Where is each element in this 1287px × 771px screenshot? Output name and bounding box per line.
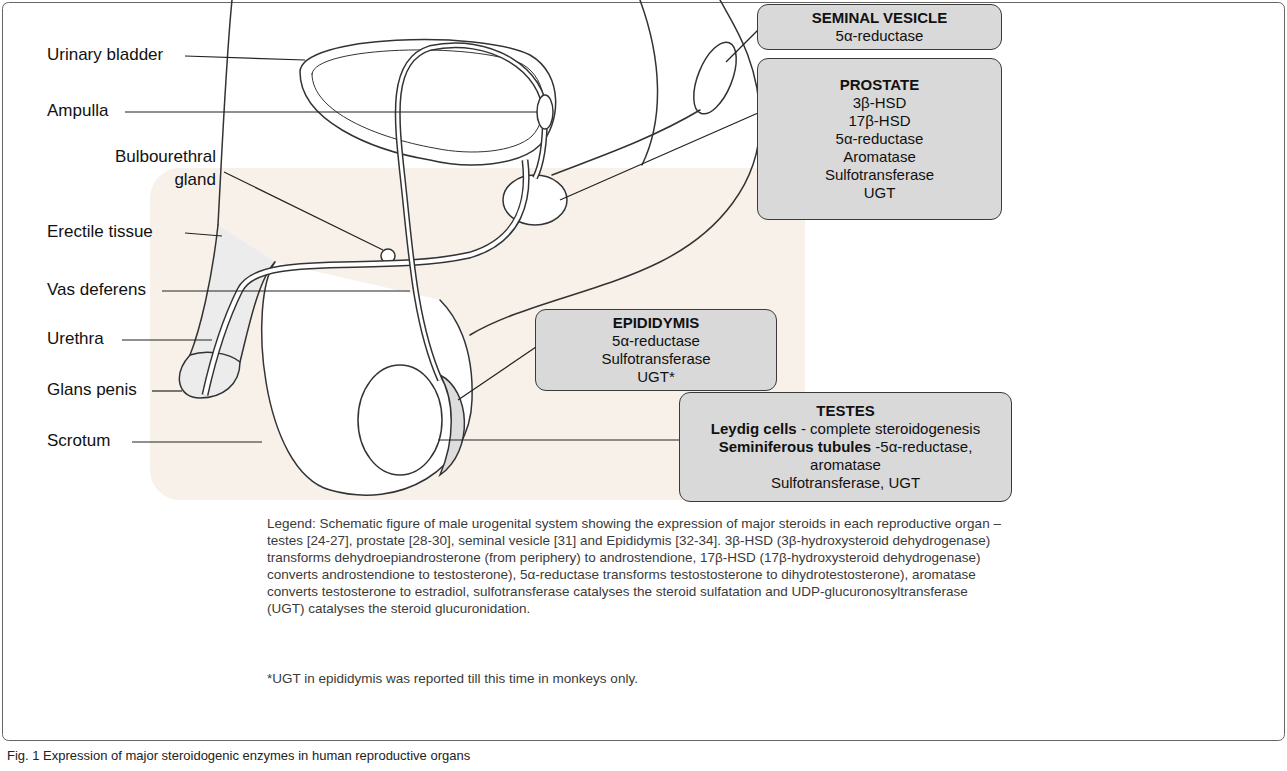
part-label: Urethra — [47, 327, 104, 352]
part-label: Glans penis — [47, 378, 137, 403]
enzyme-text: - complete steroidogenesis — [801, 420, 980, 437]
leader-line — [185, 233, 222, 236]
enzyme-text: Sulfotransferase, UGT — [771, 474, 920, 492]
organ-box: TESTESLeydig cells - complete steroidoge… — [679, 392, 1012, 502]
bladder-wall — [312, 50, 544, 152]
cell-type: Seminiferous tubules — [719, 438, 872, 455]
organ-box: PROSTATE3β-HSD17β-HSD5α-reductaseAromata… — [757, 58, 1002, 220]
leader-line — [152, 390, 182, 391]
organ-box: SEMINAL VESICLE5α-reductase — [757, 4, 1002, 50]
leader-line — [162, 290, 410, 291]
cell-type: Leydig cells — [711, 420, 797, 437]
enzyme-text: Aromatase — [843, 148, 916, 166]
enzyme-text: 17β-HSD — [849, 112, 911, 130]
enzyme-text: UGT — [864, 184, 896, 202]
figure-frame — [3, 3, 1285, 741]
leader-line — [122, 339, 212, 340]
organ-box: EPIDIDYMIS5α-reductaseSulfotransferaseUG… — [535, 309, 777, 391]
part-label: Bulbourethral gland — [98, 146, 216, 192]
text-row: Seminiferous tubules -5α-reductase, arom… — [688, 438, 1003, 474]
legend-text: Legend: Schematic figure of male urogeni… — [267, 515, 1007, 617]
leader-line — [185, 56, 305, 60]
enzyme-text: 5α-reductase — [836, 27, 924, 45]
enzyme-text: 5α-reductase — [836, 130, 924, 148]
vas-deferens — [398, 45, 545, 380]
enzyme-text: Sulfotransferase — [825, 166, 934, 184]
leader-line — [132, 441, 262, 442]
part-label: Ampulla — [47, 99, 108, 124]
text-row: Leydig cells - complete steroidogenesis — [711, 420, 980, 438]
part-label: Scrotum — [47, 429, 110, 454]
figure-caption: Fig. 1 Expression of major steroidogenic… — [7, 748, 470, 763]
box-heading: EPIDIDYMIS — [613, 314, 700, 332]
enzyme-text: 3β-HSD — [853, 94, 907, 112]
leader-line — [726, 30, 758, 62]
part-label: Erectile tissue — [47, 220, 153, 245]
seminal-duct — [552, 110, 700, 175]
leader-line — [438, 439, 680, 440]
leader-line — [458, 347, 536, 400]
urethra — [205, 160, 526, 395]
legend-text: *UGT in epididymis was reported till thi… — [267, 670, 1007, 687]
leader-line — [125, 111, 537, 112]
box-heading: TESTES — [816, 402, 874, 420]
part-label: Vas deferens — [47, 278, 146, 303]
ampulla — [537, 95, 553, 129]
vas-deferens-lumen — [398, 45, 545, 380]
box-heading: SEMINAL VESICLE — [812, 9, 948, 27]
urethra-lumen — [205, 160, 526, 395]
seminal-vesicle — [685, 36, 745, 119]
epididymis — [440, 375, 464, 475]
enzyme-text: Sulfotransferase — [601, 350, 710, 368]
leader-line — [224, 172, 383, 250]
enzyme-text: 5α-reductase — [612, 332, 700, 350]
leader-line — [560, 113, 758, 200]
bladder — [300, 40, 556, 165]
rectum-line — [640, 0, 658, 165]
box-heading: PROSTATE — [840, 76, 919, 94]
enzyme-text: UGT* — [637, 368, 675, 386]
part-label: Urinary bladder — [47, 43, 163, 68]
testis — [358, 365, 442, 475]
prostate — [503, 175, 567, 225]
